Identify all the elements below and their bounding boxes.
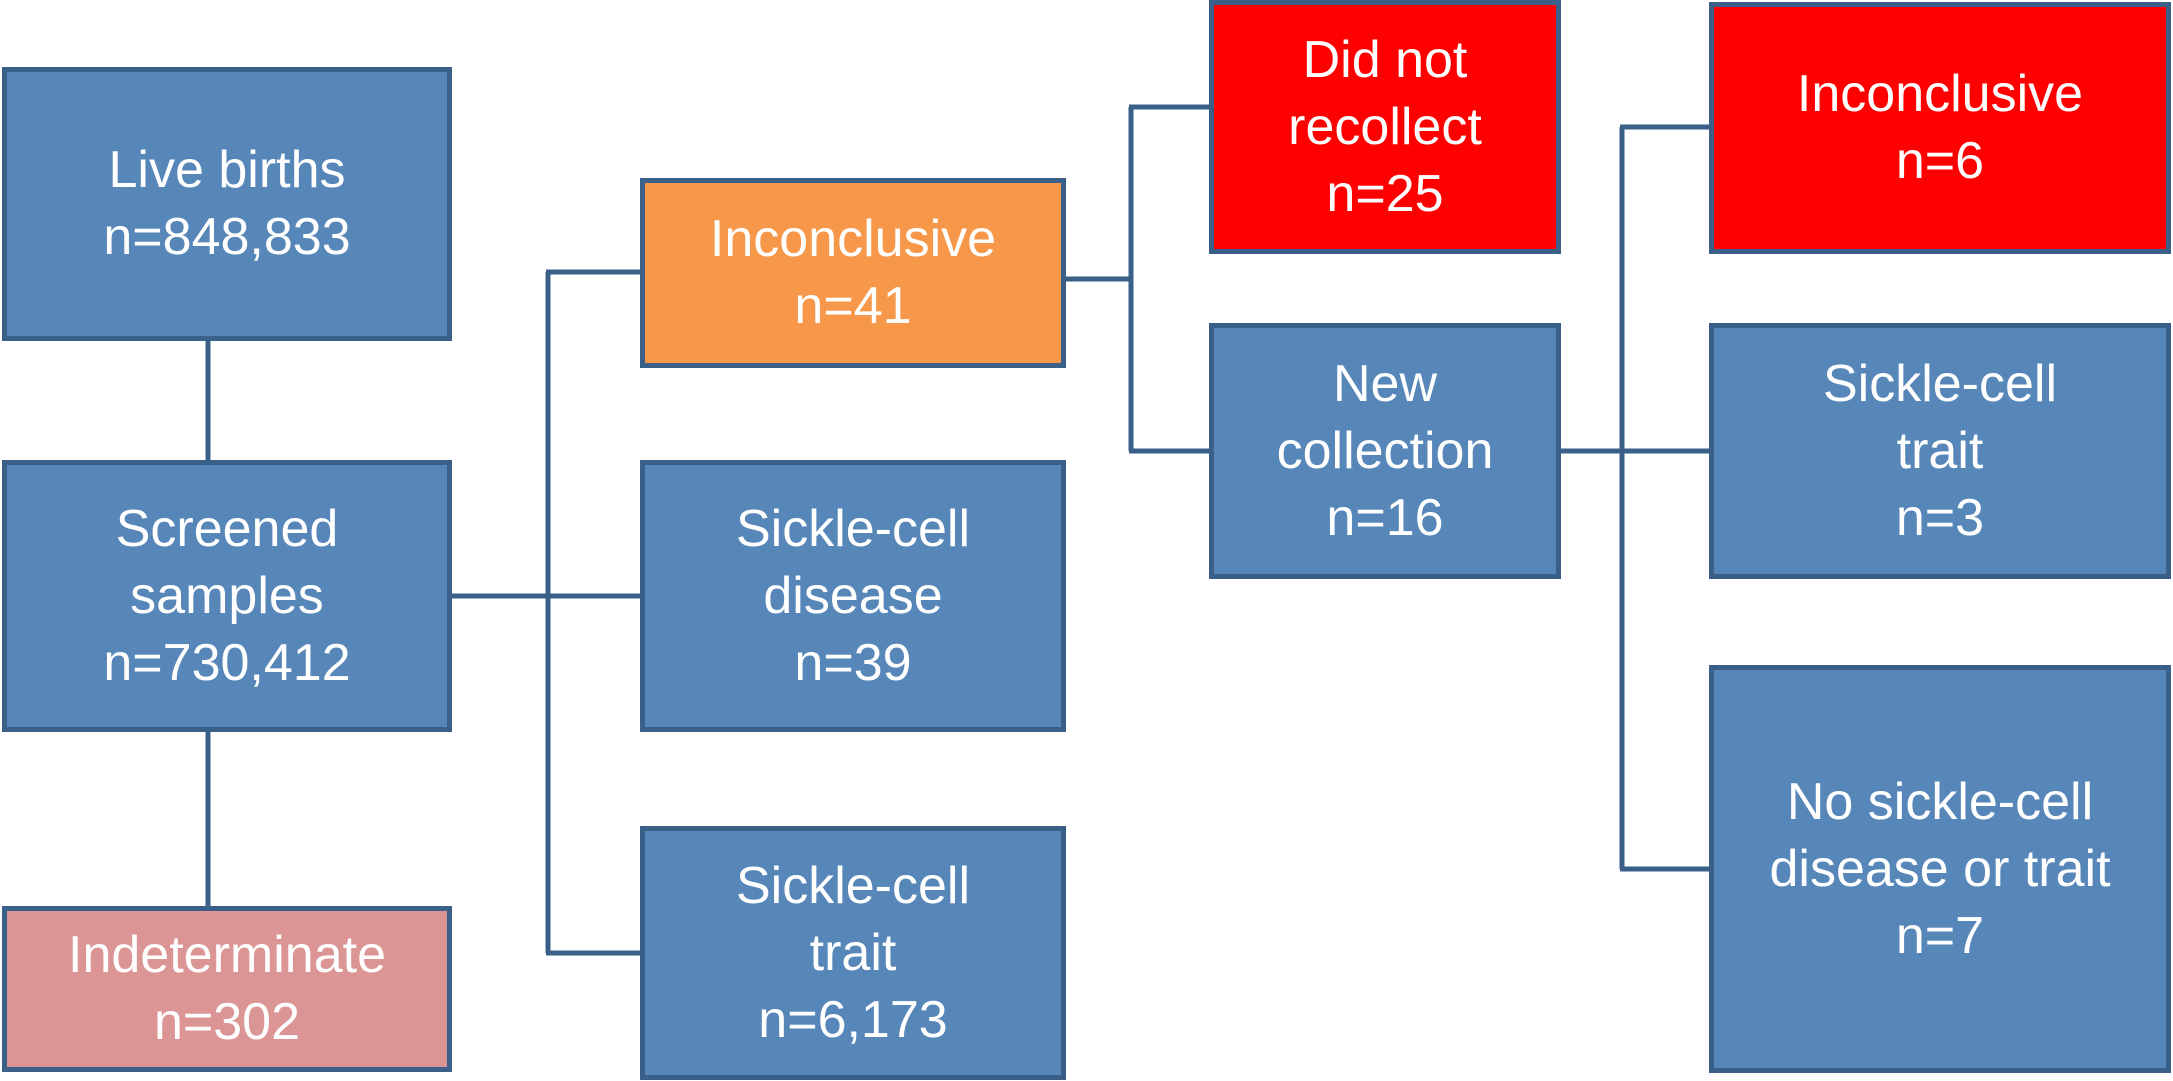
- node-label: Sickle-cell: [1822, 354, 2058, 413]
- node-count: n=848,833: [103, 208, 351, 266]
- node-no-sickle-cell: No sickle-cell disease or trait n=7: [1709, 665, 2171, 1073]
- node-label: trait: [1896, 421, 1984, 480]
- node-sickle-cell-trait: Sickle-cell trait n=6,173: [640, 826, 1066, 1080]
- node-did-not-recollect: Did not recollect n=25: [1209, 0, 1561, 254]
- node-inconclusive-2: Inconclusive n=6: [1709, 2, 2171, 254]
- node-count: n=3: [1895, 488, 1985, 547]
- node-label: New: [1332, 354, 1438, 413]
- node-label: disease or trait: [1769, 839, 2111, 898]
- node-count: n=16: [1326, 488, 1444, 547]
- node-count: n=7: [1895, 906, 1985, 965]
- node-label: Sickle-cell: [735, 499, 971, 558]
- node-label: trait: [809, 923, 897, 982]
- node-count: n=6: [1895, 132, 1985, 190]
- node-sickle-cell-trait-2: Sickle-cell trait n=3: [1709, 323, 2171, 579]
- node-indeterminate: Indeterminate n=302: [2, 906, 452, 1072]
- node-count: n=730,412: [103, 633, 351, 692]
- node-count: n=6,173: [758, 990, 948, 1049]
- node-label: Live births: [108, 141, 346, 199]
- node-label: disease: [763, 566, 943, 625]
- node-label: No sickle-cell: [1786, 772, 2094, 831]
- node-label: Screened: [115, 499, 339, 558]
- node-label: Inconclusive: [1796, 65, 2084, 123]
- node-count: n=39: [794, 633, 912, 692]
- node-label: samples: [130, 566, 324, 625]
- node-live-births: Live births n=848,833: [2, 67, 452, 341]
- node-label: collection: [1276, 421, 1494, 480]
- node-count: n=25: [1326, 164, 1444, 223]
- node-label: Inconclusive: [709, 210, 997, 268]
- node-label: recollect: [1288, 97, 1482, 156]
- node-label: Sickle-cell: [735, 856, 971, 915]
- node-count: n=41: [794, 277, 912, 335]
- node-count: n=302: [153, 993, 301, 1051]
- node-new-collection: New collection n=16: [1209, 323, 1561, 579]
- node-label: Did not: [1302, 30, 1468, 89]
- node-screened-samples: Screened samples n=730,412: [2, 460, 452, 732]
- node-label: Indeterminate: [68, 926, 386, 984]
- node-sickle-cell-disease: Sickle-cell disease n=39: [640, 460, 1066, 732]
- node-inconclusive-1: Inconclusive n=41: [640, 178, 1066, 368]
